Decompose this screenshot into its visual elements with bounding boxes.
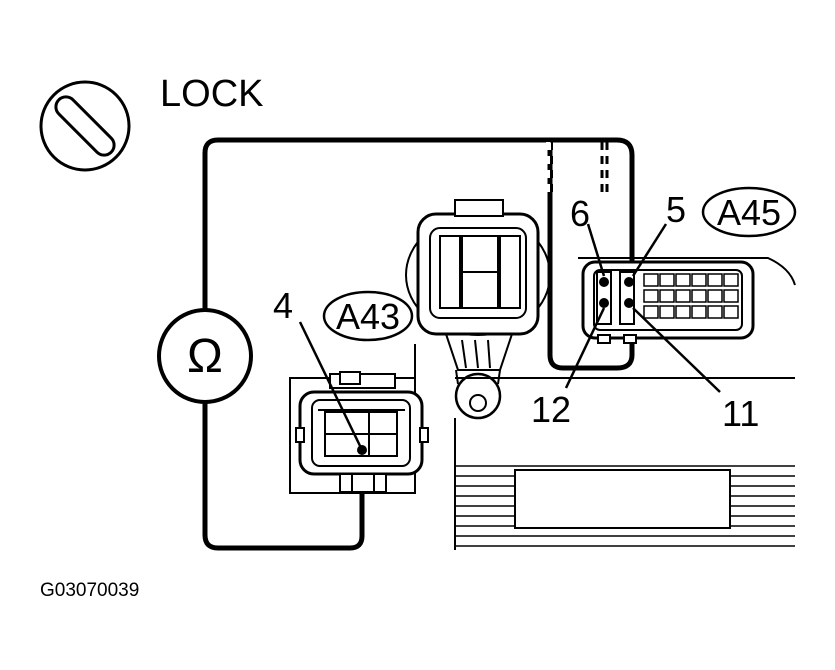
a45-pin-leaders xyxy=(564,223,721,393)
ohmmeter-icon: Ω xyxy=(157,308,253,404)
a43-pin-4-leader xyxy=(298,321,364,451)
ohm-symbol: Ω xyxy=(187,330,223,383)
connector-a45 xyxy=(578,257,796,344)
figure-code: G03070039 xyxy=(40,580,139,601)
a45-pin-11-probe xyxy=(624,298,634,308)
connector-a43 xyxy=(289,371,429,494)
engine-housing xyxy=(454,377,795,550)
a43-pin-4-label: 4 xyxy=(273,285,293,326)
a45-pin-11-label: 11 xyxy=(722,393,759,434)
a45-pin-12-probe xyxy=(599,298,609,308)
test-lead-wire-a45-inner xyxy=(547,150,635,371)
wire-break-marks xyxy=(546,142,609,192)
a45-pin-5-probe xyxy=(624,277,634,287)
a43-code-badge: A43 xyxy=(322,290,414,342)
test-lead-wire xyxy=(202,137,565,551)
sensor-body xyxy=(405,199,551,420)
svg-text:A43: A43 xyxy=(336,296,400,337)
a45-pin-12-label: 12 xyxy=(531,389,571,430)
ignition-key-lock-icon xyxy=(39,80,131,172)
ignition-position-label: LOCK xyxy=(160,73,263,115)
a45-code-badge: A45 xyxy=(701,186,797,238)
svg-text:A45: A45 xyxy=(717,192,781,233)
a45-pin-5-label: 5 xyxy=(666,189,686,230)
a45-pin-6-label: 6 xyxy=(570,193,590,234)
test-lead-wire-a45-upper xyxy=(565,137,635,268)
a45-pin-6-probe xyxy=(599,277,609,287)
